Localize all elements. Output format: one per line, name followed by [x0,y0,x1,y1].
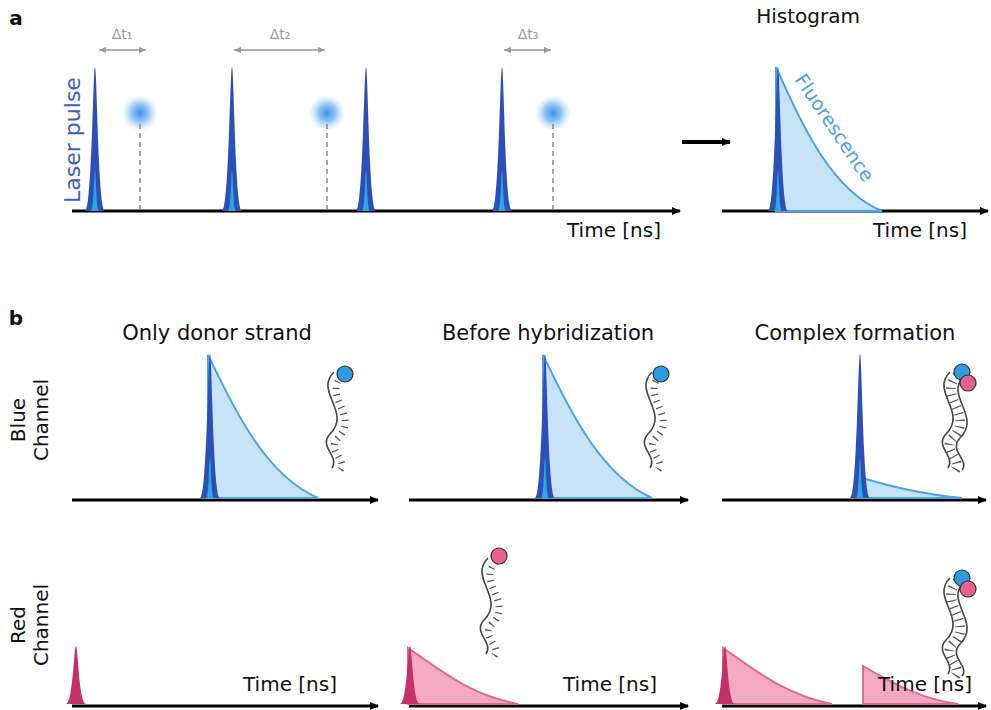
interval-label: Δt₁ [112,26,133,42]
axis-label: Time [ns] [243,673,337,696]
axis-label: Time [ns] [878,673,972,696]
column-title: Only donor strand [122,321,312,345]
panel-letter: b [9,307,23,330]
axis-label: Time [ns] [563,673,657,696]
axis-label: Time [ns] [873,219,967,242]
column-title: Before hybridization [442,321,654,345]
axis-label: Time [ns] [567,219,661,242]
row-title: Red Channel [7,580,53,670]
interval-label: Δt₂ [270,26,291,42]
axis-title: Laser pulse [60,77,85,203]
row-title: Blue Channel [7,375,53,465]
column-title: Complex formation [755,321,956,345]
plot-title: Histogram [756,5,860,28]
panel-letter: a [9,7,23,30]
interval-label: Δt₃ [518,26,539,42]
